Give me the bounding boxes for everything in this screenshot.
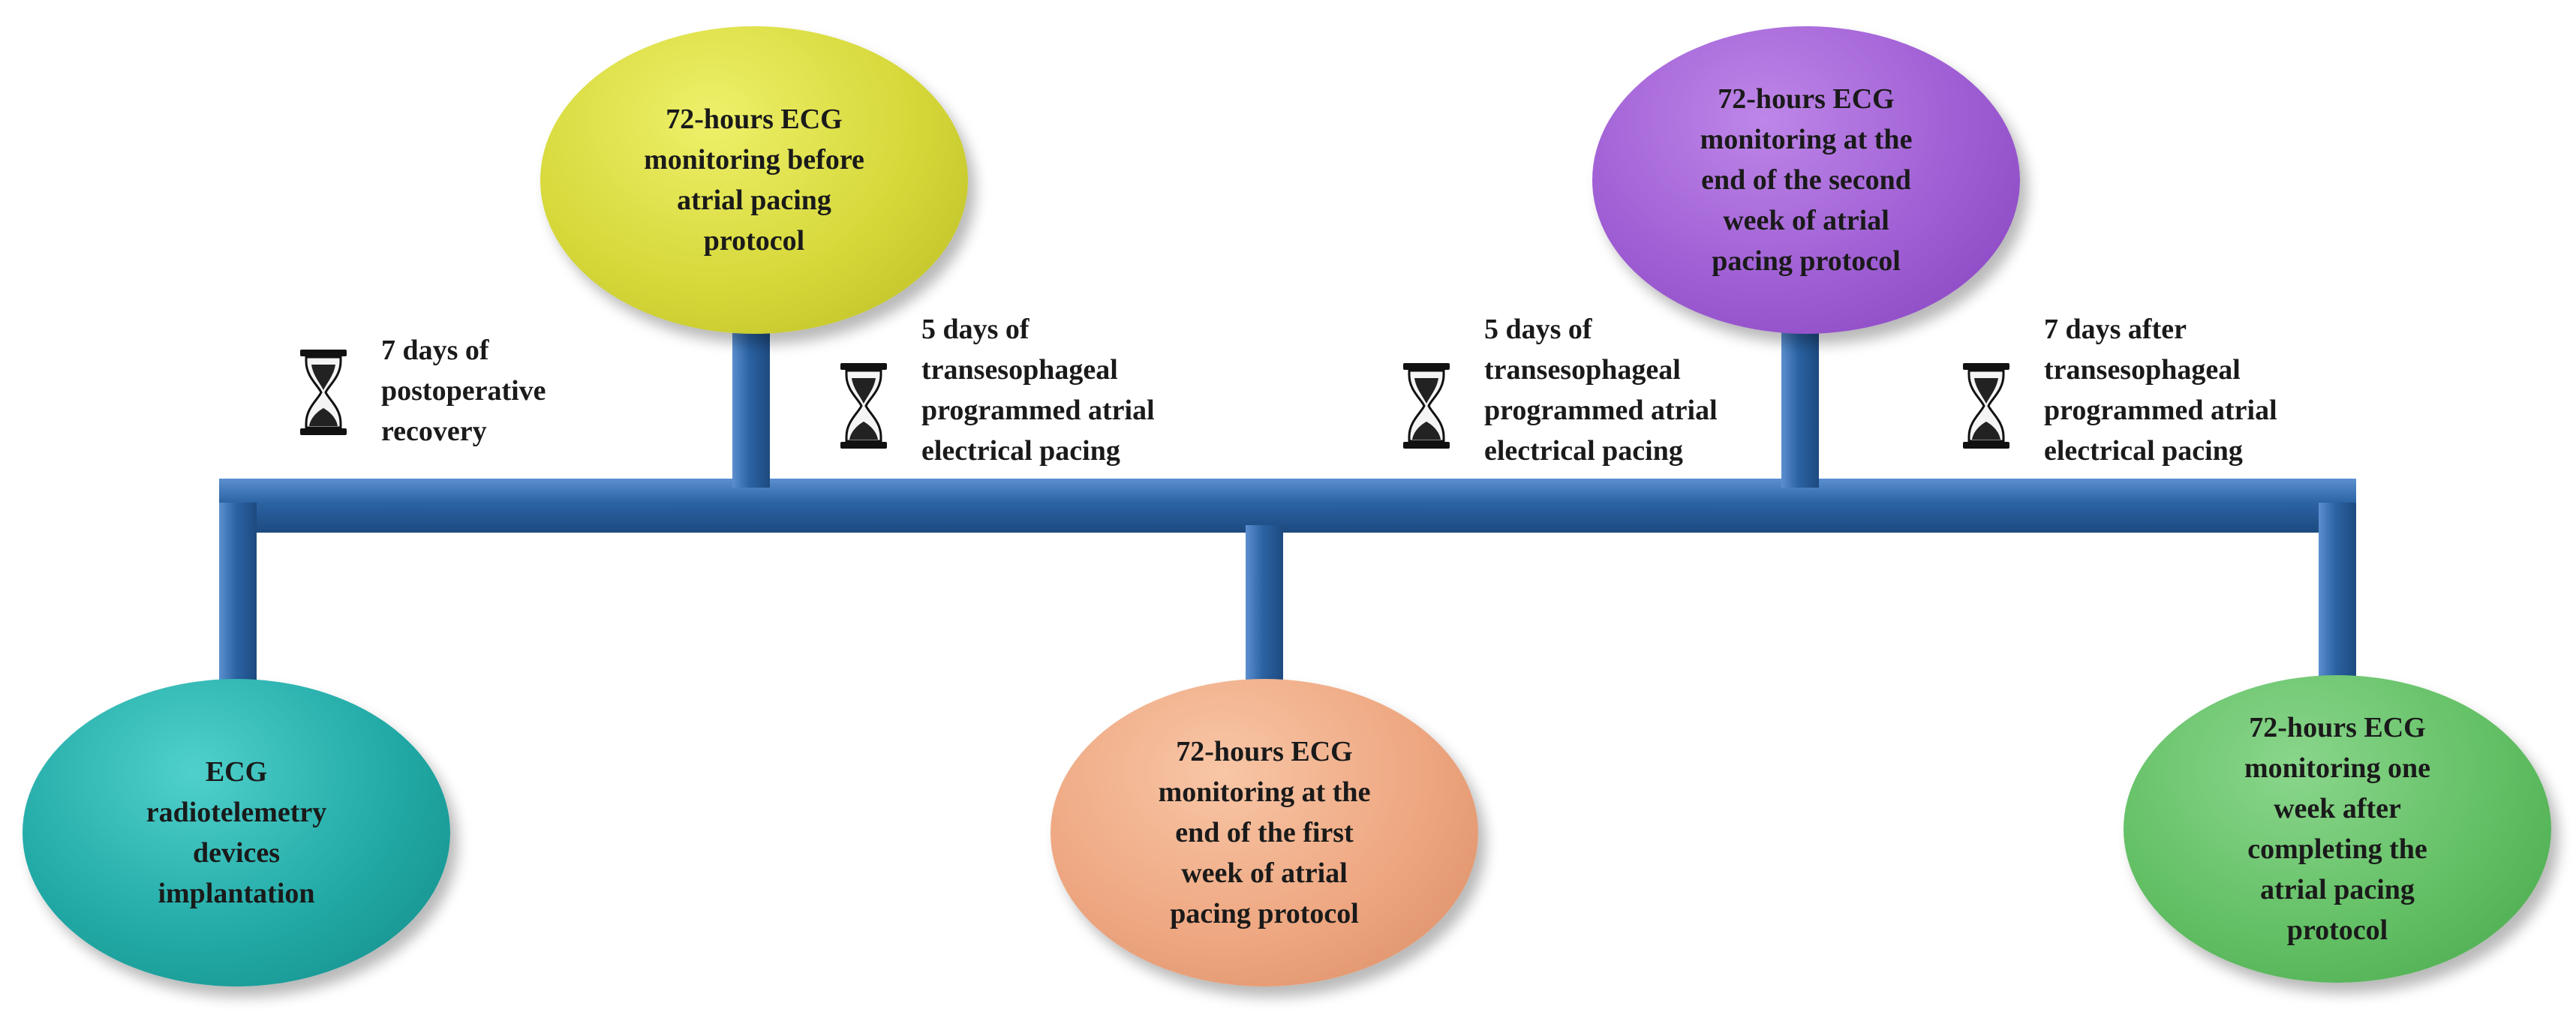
hourglass-icon bbox=[840, 363, 887, 449]
connector-before-pacing bbox=[732, 330, 770, 488]
node-monitoring-after-completion-text: 72-hours ECG monitoring one week after c… bbox=[2244, 712, 2431, 946]
node-monitoring-first-week-text: 72-hours ECG monitoring at the end of th… bbox=[1158, 736, 1371, 929]
timeline-bar bbox=[219, 479, 2356, 533]
interval-post-pacing: 7 days after transesophageal programmed … bbox=[1961, 309, 2277, 471]
hourglass-icon bbox=[1963, 363, 2009, 449]
node-monitoring-second-week-text: 72-hours ECG monitoring at the end of th… bbox=[1700, 83, 1913, 277]
connector-second-week bbox=[1781, 330, 1819, 488]
connector-first-week bbox=[1246, 525, 1283, 680]
node-device-implantation-text: ECG radiotelemetry devices implantation bbox=[146, 756, 327, 909]
hourglass-icon bbox=[300, 350, 347, 435]
node-monitoring-second-week: 72-hours ECG monitoring at the end of th… bbox=[1592, 26, 2020, 334]
interval-pacing-week-one: 5 days of transesophageal programmed atr… bbox=[839, 309, 1155, 471]
interval-postoperative-recovery-text: 7 days of postoperative recovery bbox=[381, 335, 546, 447]
node-monitoring-first-week: 72-hours ECG monitoring at the end of th… bbox=[1051, 679, 1478, 986]
hourglass-icon bbox=[1403, 363, 1450, 449]
node-monitoring-before-pacing: 72-hours ECG monitoring before atrial pa… bbox=[540, 26, 968, 334]
interval-pacing-week-one-text: 5 days of transesophageal programmed atr… bbox=[921, 314, 1155, 467]
node-monitoring-after-completion: 72-hours ECG monitoring one week after c… bbox=[2124, 675, 2551, 983]
connector-after-completion bbox=[2319, 503, 2356, 680]
node-monitoring-before-pacing-text: 72-hours ECG monitoring before atrial pa… bbox=[644, 104, 864, 257]
interval-pacing-week-two-text: 5 days of transesophageal programmed atr… bbox=[1484, 314, 1718, 467]
interval-pacing-week-two: 5 days of transesophageal programmed atr… bbox=[1402, 309, 1718, 471]
node-device-implantation: ECG radiotelemetry devices implantation bbox=[23, 679, 450, 986]
interval-postoperative-recovery: 7 days of postoperative recovery bbox=[299, 330, 546, 452]
interval-post-pacing-text: 7 days after transesophageal programmed … bbox=[2044, 314, 2277, 467]
connector-implantation bbox=[219, 503, 257, 680]
